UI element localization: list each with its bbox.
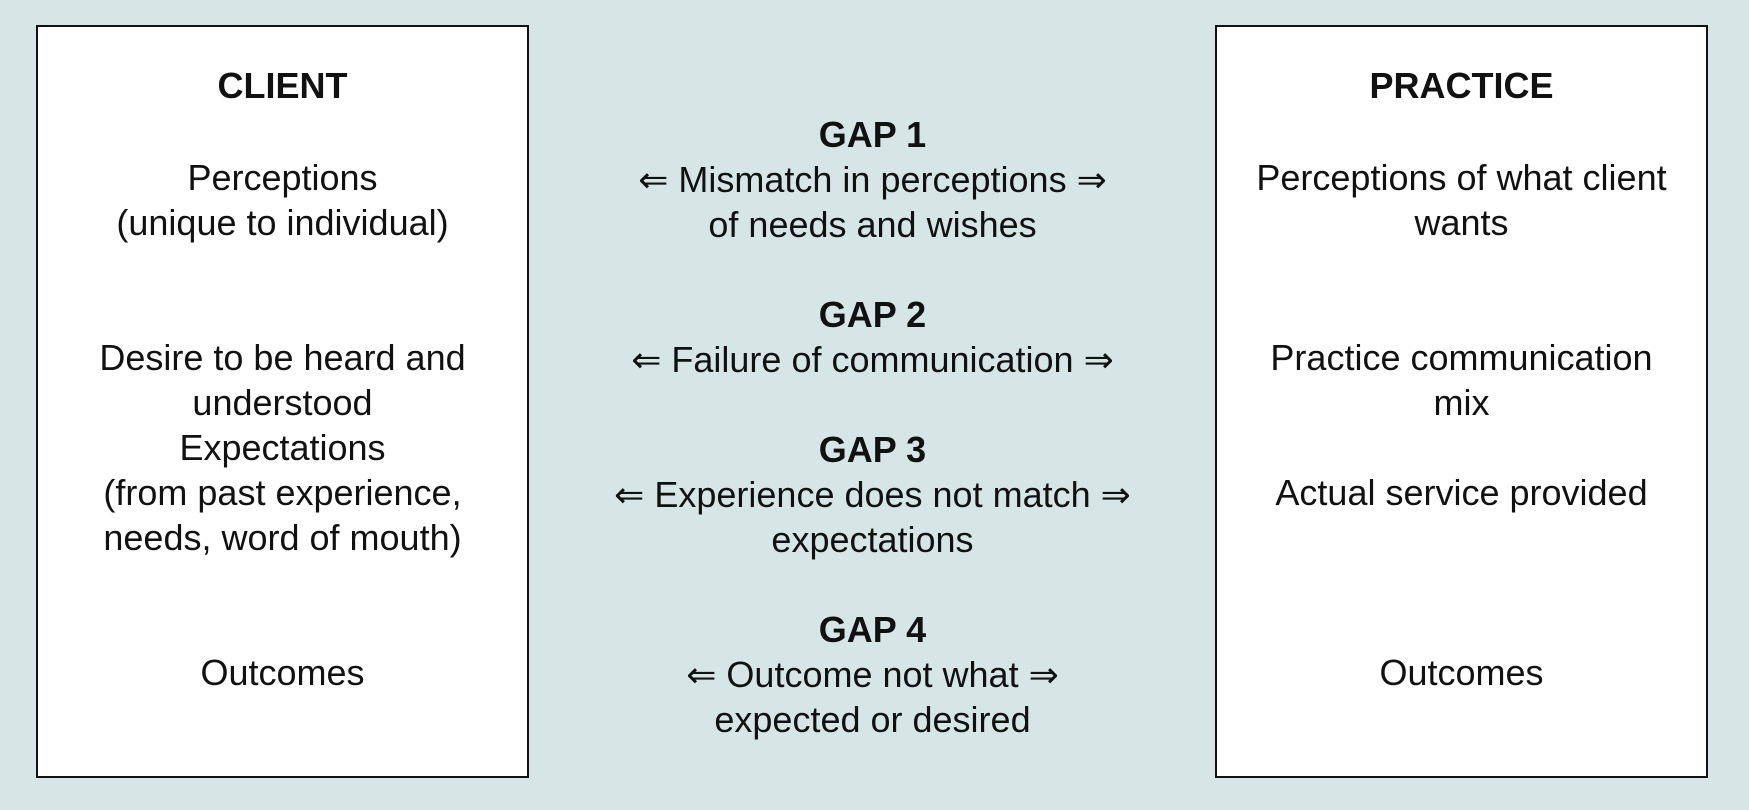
right-double-arrow-icon: ⇒ (1076, 159, 1107, 200)
client-outcomes: Outcomes (200, 652, 365, 693)
gap-1-line2: of needs and wishes (708, 204, 1037, 245)
client-expectations: Expectations (from past experience, need… (103, 427, 462, 558)
practice-actual-service: Actual service provided (1275, 472, 1648, 513)
client-desire: Desire to be heard and understood (99, 337, 466, 423)
practice-communication-mix: Practice communication mix (1270, 337, 1653, 423)
client-box: CLIENT Perceptions (unique to individual… (36, 25, 529, 778)
gap-1-title: GAP 1 (818, 114, 927, 155)
left-double-arrow-icon: ⇐ (638, 159, 669, 200)
practice-heading: PRACTICE (1369, 65, 1554, 106)
right-double-arrow-icon: ⇒ (1083, 339, 1114, 380)
left-double-arrow-icon: ⇐ (631, 339, 662, 380)
client-heading: CLIENT (217, 65, 348, 106)
practice-perceptions: Perceptions of what client wants (1256, 157, 1667, 243)
right-double-arrow-icon: ⇒ (1028, 654, 1059, 695)
gap-1-line1: Mismatch in perceptions (678, 159, 1067, 200)
gap-3-title: GAP 3 (818, 429, 927, 470)
gap-3: GAP 3 ⇐ Experience does not match ⇒ expe… (560, 427, 1185, 562)
gap-2-line1: Failure of communication (671, 339, 1074, 380)
gap-1: GAP 1 ⇐ Mismatch in perceptions ⇒ of nee… (560, 112, 1185, 247)
gap-3-line1: Experience does not match (654, 474, 1091, 515)
left-double-arrow-icon: ⇐ (614, 474, 645, 515)
left-double-arrow-icon: ⇐ (686, 654, 717, 695)
client-perceptions: Perceptions (unique to individual) (116, 157, 449, 243)
gap-2: GAP 2 ⇐ Failure of communication ⇒ (560, 292, 1185, 382)
gap-3-line2: expectations (771, 519, 974, 560)
gap-4-title: GAP 4 (818, 609, 927, 650)
practice-box: PRACTICE Perceptions of what client want… (1215, 25, 1708, 778)
gap-4: GAP 4 ⇐ Outcome not what ⇒ expected or d… (560, 607, 1185, 742)
gap-4-line2: expected or desired (714, 699, 1031, 740)
gap-2-title: GAP 2 (818, 294, 927, 335)
practice-outcomes: Outcomes (1379, 652, 1544, 693)
gap-4-line1: Outcome not what (726, 654, 1019, 695)
right-double-arrow-icon: ⇒ (1100, 474, 1131, 515)
